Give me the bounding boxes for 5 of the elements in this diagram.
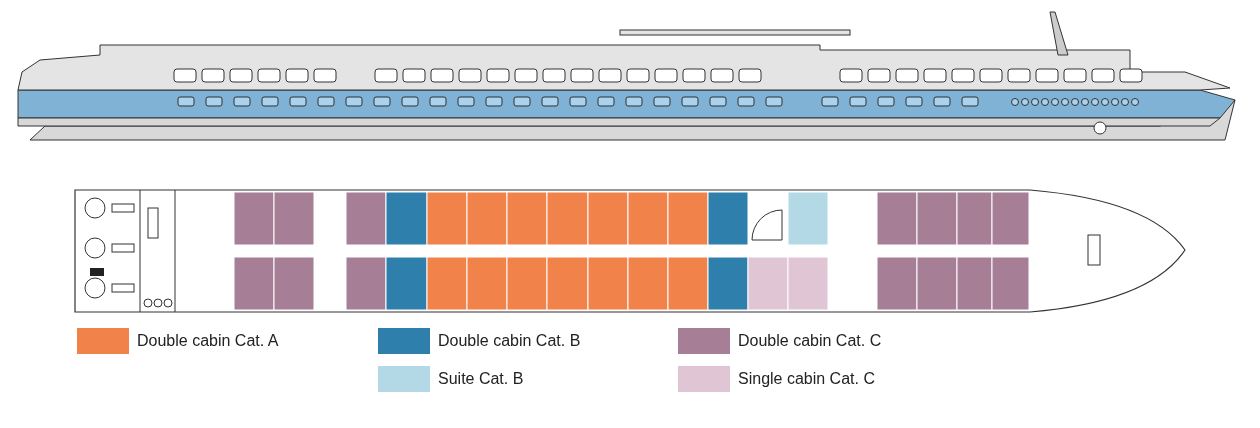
legend-label: Double cabin Cat. C: [738, 332, 882, 350]
legend-label: Suite Cat. B: [438, 370, 524, 388]
legend-label: Double cabin Cat. A: [137, 332, 279, 350]
legend-label: Double cabin Cat. B: [438, 332, 581, 350]
legend-label: Single cabin Cat. C: [738, 370, 875, 388]
